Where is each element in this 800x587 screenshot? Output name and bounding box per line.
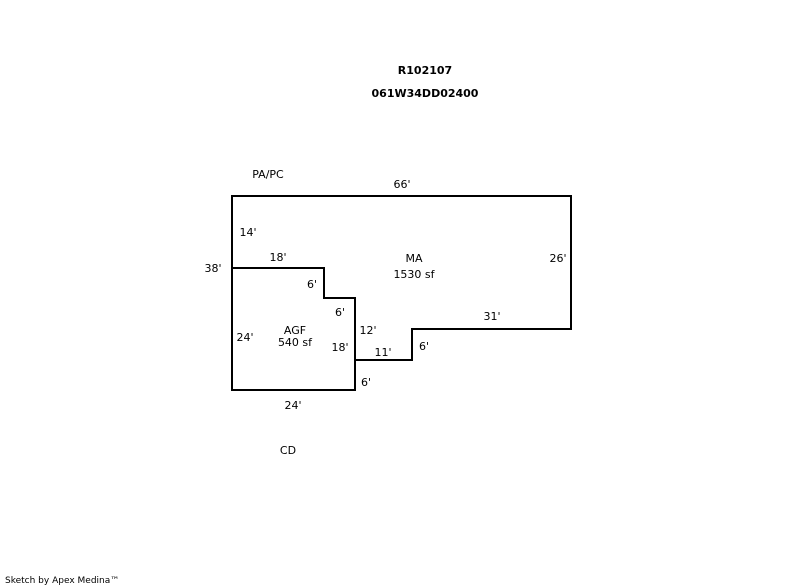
cd-label: CD	[280, 444, 296, 457]
ma-area-name: MA	[405, 252, 422, 265]
map-number: 061W34DD02400	[372, 87, 479, 100]
dim-ma-left-total: 38'	[204, 262, 221, 275]
dim-ma-step-right: 6'	[419, 340, 429, 353]
parcel-id: R102107	[398, 64, 452, 77]
dim-agf-left: 24'	[236, 331, 253, 344]
dim-ma-step-mid: 12'	[359, 324, 376, 337]
dim-agf-top: 18'	[269, 251, 286, 264]
dim-agf-bottom-step: 6'	[361, 376, 371, 389]
dim-agf-bottom: 24'	[284, 399, 301, 412]
ma-area-size: 1530 sf	[393, 268, 435, 281]
agf-area-size: 540 sf	[278, 336, 313, 349]
agf-area-name: AGF	[284, 324, 306, 337]
dim-agf-step-upper: 6'	[307, 278, 317, 291]
dim-ma-top: 66'	[393, 178, 410, 191]
dim-ma-left-upper: 14'	[239, 226, 256, 239]
dim-ma-right: 26'	[549, 252, 566, 265]
pa-pc-label: PA/PC	[252, 168, 284, 181]
dim-agf-right: 18'	[331, 341, 348, 354]
agf-area-outline	[231, 267, 356, 391]
sketch-credit: Sketch by Apex Medina™	[5, 576, 119, 586]
dim-ma-bottom-right: 31'	[483, 310, 500, 323]
dim-agf-step-horizontal: 6'	[335, 306, 345, 319]
dim-ma-bottom-mid: 11'	[374, 346, 391, 359]
